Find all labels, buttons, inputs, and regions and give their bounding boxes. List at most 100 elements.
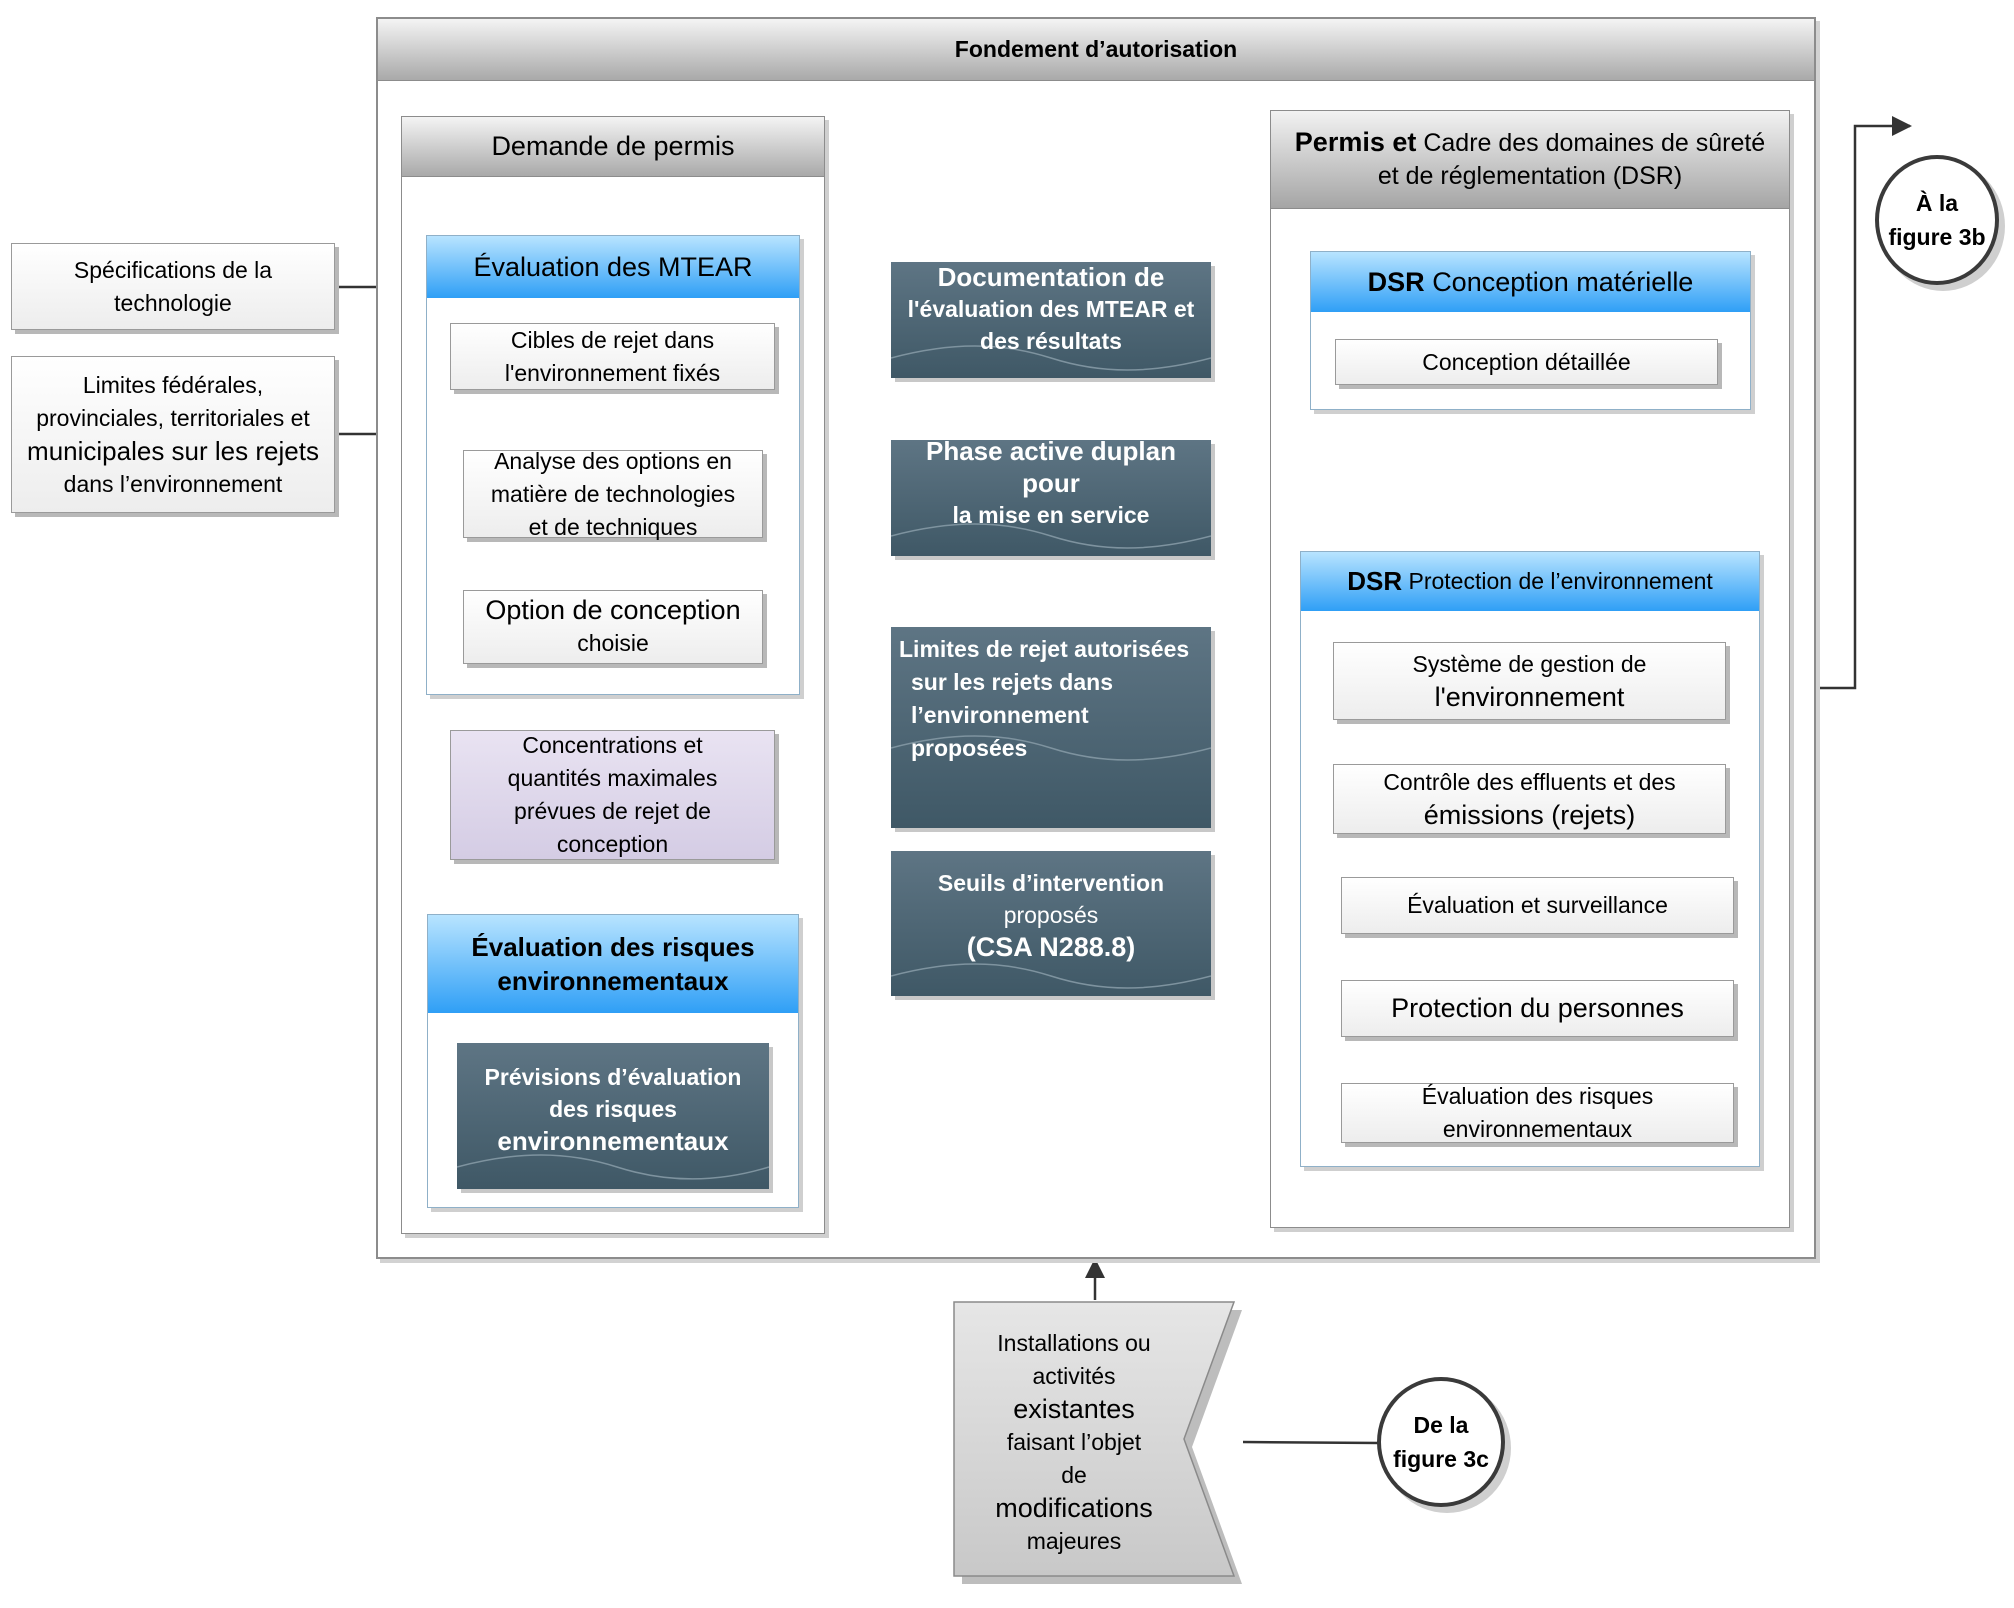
doc-wave-icon xyxy=(891,963,1211,989)
mtear-title: Évaluation des MTEAR xyxy=(473,251,753,282)
line-frame-to-fig3b xyxy=(1818,116,1912,690)
doc-mtear-text: Documentation de l'évaluation des MTEAR … xyxy=(900,262,1203,357)
doc-wave-icon xyxy=(891,523,1211,549)
doc-release-limits-line2: sur les rejets dans xyxy=(911,669,1113,695)
doc-mtear-results[interactable]: Documentation de l'évaluation des MTEAR … xyxy=(891,262,1211,378)
existing-line7: majeures xyxy=(1026,1527,1122,1554)
env-management-line1: Système de gestion de xyxy=(1412,651,1647,677)
env-risk-line1: Évaluation des risques xyxy=(1421,1083,1654,1109)
doc-mtear-line3: des résultats xyxy=(980,328,1122,354)
doc-wave-icon xyxy=(457,1154,769,1180)
to-figure-line2: figure 3b xyxy=(1888,224,1986,250)
detailed-design-box[interactable]: Conception détaillée xyxy=(1335,339,1718,385)
tech-specs-box: Spécifications de la technologie xyxy=(11,243,335,330)
concentrations-line3: prévues de rejet de xyxy=(514,798,711,824)
limits-line3: municipales sur les rejets xyxy=(27,435,319,466)
doc-thresholds-text: Seuils d’intervention proposés (CSA N288… xyxy=(930,867,1172,963)
limits-box: Limites fédérales, provinciales, territo… xyxy=(11,356,335,513)
env-management-line2: l'environnement xyxy=(1434,682,1625,712)
concentrations-line2: quantités maximales xyxy=(507,765,718,791)
framework-title: Fondement d’autorisation xyxy=(954,36,1238,62)
personnel-protection-box[interactable]: Protection du personnes xyxy=(1341,980,1734,1037)
doc-commissioning-text: Phase active duplan pour la mise en serv… xyxy=(891,440,1211,531)
release-targets-line1: Cibles de rejet dans xyxy=(510,326,715,353)
from-figure-3c-connector[interactable]: De la figure 3c xyxy=(1377,1377,1505,1507)
permit-title-rest: Cadre des domaines de sûreté xyxy=(1423,129,1766,157)
options-analysis-line1: Analyse des options en xyxy=(494,447,732,474)
effluent-control-line2: émissions (rejets) xyxy=(1423,800,1636,830)
concentrations-line1: Concentrations et xyxy=(522,732,703,758)
monitoring-label: Évaluation et surveillance xyxy=(1407,892,1668,918)
doc-release-limits[interactable]: Limites de rejet autorisées sur les reje… xyxy=(891,627,1211,828)
dsr-env-title-bold: DSR xyxy=(1347,566,1403,596)
existing-line6: modifications xyxy=(995,1492,1153,1523)
effluent-control-line1: Contrôle des effluents et des xyxy=(1383,769,1676,795)
existing-line5: de xyxy=(1061,1461,1087,1488)
doc-commissioning-line2: la mise en service xyxy=(952,502,1150,528)
doc-thresholds-line3: (CSA N288.8) xyxy=(966,931,1136,962)
chosen-option-line1: Option de conception xyxy=(485,595,741,625)
doc-wave-icon xyxy=(891,345,1211,371)
risk-title-line1: Évaluation des risques xyxy=(471,932,755,962)
env-risk-line2: environnementaux xyxy=(1442,1116,1633,1142)
doc-mtear-line2: l'évaluation des MTEAR et xyxy=(907,296,1195,322)
dsr-design-header: DSR Conception matérielle xyxy=(1311,252,1750,312)
existing-line4: faisant l’objet xyxy=(1006,1428,1142,1455)
env-risk-box[interactable]: Évaluation des risques environnementaux xyxy=(1341,1083,1734,1143)
from-figure-line2: figure 3c xyxy=(1393,1446,1489,1472)
application-title: Demande de permis xyxy=(491,131,735,161)
env-management-box[interactable]: Système de gestion de l'environnement xyxy=(1333,642,1726,720)
tech-specs-line1: Spécifications de la xyxy=(73,256,273,283)
monitoring-box[interactable]: Évaluation et surveillance xyxy=(1341,877,1734,934)
effluent-control-box[interactable]: Contrôle des effluents et des émissions … xyxy=(1333,764,1726,834)
to-figure-3b-connector[interactable]: À la figure 3b xyxy=(1875,155,1999,285)
framework-header: Fondement d’autorisation xyxy=(378,19,1814,81)
from-figure-line1: De la xyxy=(1413,1412,1469,1438)
dsr-design-title-rest: Conception matérielle xyxy=(1432,266,1694,297)
doc-release-limits-line1: Limites de rejet autorisées xyxy=(899,636,1190,662)
tech-specs-line2: technologie xyxy=(114,289,232,316)
doc-thresholds-line2: proposés xyxy=(1003,901,1099,928)
permit-header: Permis et Cadre des domaines de sûreté e… xyxy=(1271,111,1789,209)
dsr-design-panel: DSR Conception matérielle xyxy=(1310,251,1751,410)
release-targets-box[interactable]: Cibles de rejet dans l'environnement fix… xyxy=(450,323,775,390)
to-figure-line1: À la xyxy=(1915,190,1959,216)
personnel-protection-label: Protection du personnes xyxy=(1391,993,1684,1023)
doc-release-limits-line4: proposées xyxy=(911,735,1028,761)
doc-commissioning-line1: Phase active duplan pour xyxy=(926,440,1176,498)
existing-line3: existantes xyxy=(1013,1393,1135,1424)
limits-line2: provinciales, territoriales et xyxy=(36,404,310,431)
existing-text: Installations ou activités existantes fa… xyxy=(958,1302,1190,1582)
chosen-option-line2: choisie xyxy=(577,630,649,656)
permit-title-bold: Permis et xyxy=(1294,127,1417,157)
doc-wave-icon xyxy=(891,735,1211,761)
line-fig3c-to-existing xyxy=(1242,1440,1381,1445)
risk-forecast-doc[interactable]: Prévisions d’évaluation des risques envi… xyxy=(457,1043,769,1189)
limits-line4: dans l’environnement xyxy=(63,470,283,497)
concentrations-line4: conception xyxy=(556,831,669,857)
options-analysis-box[interactable]: Analyse des options en matière de techno… xyxy=(463,448,763,540)
dsr-env-header: DSR Protection de l’environnement xyxy=(1301,552,1759,611)
release-targets-line2: l'environnement fixés xyxy=(504,359,721,386)
dsr-design-title-bold: DSR xyxy=(1367,266,1425,297)
permit-title-line2: et de réglementation (DSR) xyxy=(1377,162,1683,190)
existing-shape xyxy=(953,1301,1242,1584)
doc-thresholds-line1: Seuils d’intervention xyxy=(937,869,1165,896)
limits-line1: Limites fédérales, xyxy=(82,371,264,398)
concentrations-box[interactable]: Concentrations et quantités maximales pr… xyxy=(450,730,775,860)
dsr-env-title-rest: Protection de l’environnement xyxy=(1408,568,1713,594)
options-analysis-line2: matière de technologies xyxy=(490,480,736,507)
risk-forecast-line3: environnementaux xyxy=(497,1126,729,1156)
doc-mtear-line1: Documentation de xyxy=(937,262,1165,292)
permit-title-line1: Permis et Cadre des domaines de sûreté xyxy=(1295,126,1765,160)
detailed-design-label: Conception détaillée xyxy=(1422,348,1631,375)
existing-line2: activités xyxy=(1032,1362,1116,1389)
doc-commissioning[interactable]: Phase active duplan pour la mise en serv… xyxy=(891,440,1211,556)
options-analysis-line3: et de techniques xyxy=(528,513,698,540)
doc-release-limits-text: Limites de rejet autorisées sur les reje… xyxy=(891,627,1211,765)
risk-forecast-line1: Prévisions d’évaluation xyxy=(484,1064,742,1090)
application-header: Demande de permis xyxy=(402,117,824,177)
risk-header: Évaluation des risques environnementaux xyxy=(428,915,798,1013)
doc-thresholds[interactable]: Seuils d’intervention proposés (CSA N288… xyxy=(891,851,1211,996)
chosen-option-box[interactable]: Option de conception choisie xyxy=(463,590,763,664)
